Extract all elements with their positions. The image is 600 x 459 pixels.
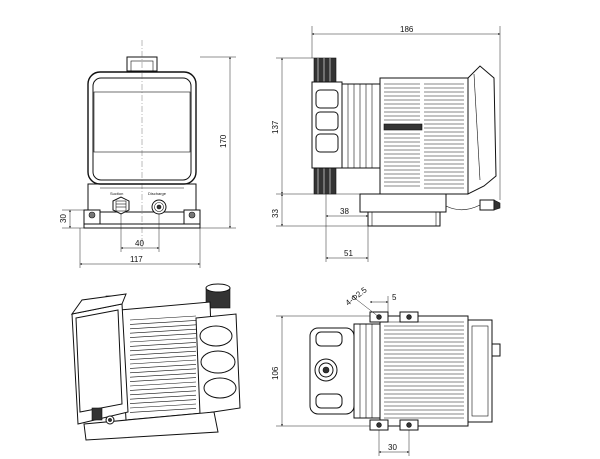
dim-front-port-spacing: 40 [135, 239, 144, 248]
iso-fitting [91, 407, 103, 421]
cooling-fin [129, 359, 197, 365]
top-fins [384, 321, 464, 419]
cooling-fin [129, 408, 197, 413]
iso-head-ring-2 [200, 350, 236, 374]
iso-fins [129, 315, 197, 413]
cooling-fin [129, 328, 197, 334]
side-base [359, 193, 447, 213]
cooling-fin [129, 394, 197, 400]
side-view: 186 137 33 38 51 [271, 25, 501, 262]
cooling-fin [129, 333, 197, 338]
cooling-fin [129, 320, 197, 325]
dim-side-length: 186 [400, 25, 414, 34]
iso-view [70, 283, 241, 441]
cooling-fin [129, 364, 197, 369]
side-head-rib-1 [315, 89, 339, 109]
cooling-fin [129, 377, 197, 382]
front-bolt-left [88, 211, 96, 219]
side-outlet-tip [493, 199, 501, 211]
cooling-fin [129, 390, 197, 396]
side-cap-top [313, 57, 337, 83]
cooling-fin [129, 386, 197, 391]
side-rear-cover [467, 65, 497, 195]
dim-top-edge: 5 [392, 293, 397, 302]
dim-front-foot: 30 [59, 214, 68, 223]
side-base-foot [367, 211, 441, 227]
cooling-fin [129, 381, 197, 387]
cooling-fin [129, 403, 197, 409]
front-bolt-right [188, 211, 196, 219]
dim-front-width: 117 [130, 255, 143, 264]
iso-pump-head [195, 313, 241, 415]
top-flange [353, 323, 381, 419]
iso-cap-large-top [205, 283, 231, 293]
port-icon [151, 199, 167, 215]
iso-front-cover-inner [75, 309, 123, 413]
side-brand-plate [383, 123, 423, 131]
cooling-fin [129, 315, 197, 321]
hex-fitting-icon [112, 196, 130, 215]
top-hole-br [406, 422, 412, 428]
dim-side-front-offset: 51 [344, 249, 353, 258]
dim-top-depth: 106 [271, 366, 280, 380]
front-view: Suction Discharge 170 30 [59, 40, 236, 268]
top-hole-bl [376, 422, 382, 428]
cooling-fin [129, 372, 197, 378]
top-rear-cover [467, 319, 493, 423]
iso-head-ring-3 [203, 377, 237, 399]
top-rear-knob [491, 343, 501, 357]
cooling-fin [129, 355, 197, 360]
cooling-fin [129, 342, 197, 347]
cooling-fin [129, 337, 197, 343]
dim-side-lower-height: 33 [271, 209, 280, 218]
iso-front-cover [71, 303, 129, 425]
side-head-rib-3 [315, 133, 339, 153]
dim-side-upper-height: 137 [271, 120, 280, 134]
iso-front-cover-top [70, 293, 127, 315]
top-view: 106 4-Φ2.5 5 30 [271, 285, 501, 456]
front-base-plate [83, 223, 201, 229]
iso-head-ring-1 [199, 325, 233, 347]
top-hole-tr [406, 314, 412, 320]
dim-top-hole-spacing: 30 [388, 443, 397, 452]
dim-side-base-offset: 38 [340, 207, 349, 216]
cooling-fin [129, 399, 197, 404]
top-head-rib-1 [315, 331, 343, 347]
front-label-suction: Suction [110, 191, 123, 196]
side-head-rib-2 [315, 111, 339, 131]
side-fins [384, 83, 464, 189]
top-main-body [379, 315, 469, 427]
dim-top-hole: 4-Φ2.5 [344, 285, 369, 308]
cooling-fin [129, 350, 197, 356]
side-cap-bottom [313, 167, 337, 195]
side-pump-head [311, 81, 343, 169]
iso-base [83, 411, 219, 441]
dim-front-height: 170 [219, 134, 228, 148]
cooling-fin [129, 368, 197, 374]
side-outlet-fitting [479, 199, 495, 211]
cooling-fin [129, 346, 197, 352]
cooling-fin [129, 324, 197, 330]
top-head-rib-2 [315, 393, 343, 409]
front-lower-housing [87, 183, 197, 213]
front-label-discharge: Discharge [148, 191, 167, 196]
side-outlet-tube [445, 204, 481, 211]
